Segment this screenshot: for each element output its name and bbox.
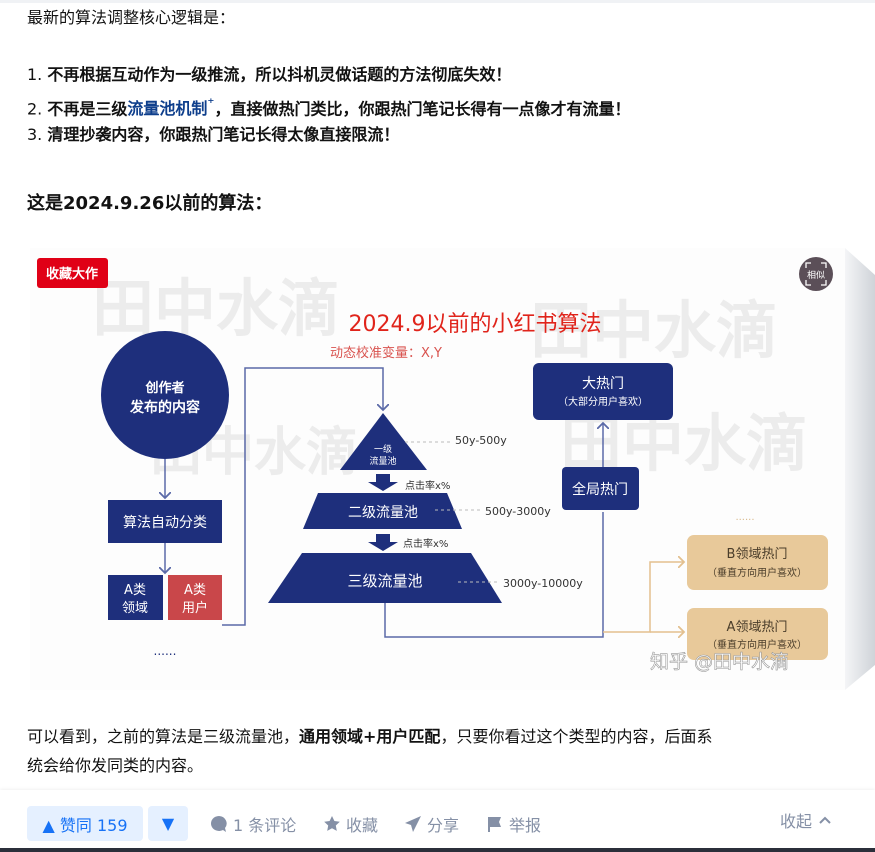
a-user-box	[168, 575, 222, 620]
a-domain-label: A类	[124, 583, 146, 598]
point-3: 3. 清理抄袭内容，你跟热门笔记长得太像直接限流！	[27, 122, 399, 148]
action-bar: ▲ 赞同 159 ▼ 1 条评论 收藏 分享 举报 收起	[0, 790, 875, 848]
share-icon	[405, 815, 421, 832]
link-text: 流量池机制	[127, 99, 208, 119]
scan-icon	[799, 257, 833, 291]
down-arrow-icon	[368, 474, 398, 491]
keyword-link[interactable]: 流量池机制⁺	[127, 97, 215, 119]
algorithm-diagram-image[interactable]: 田中水滴 田中水滴 田中水滴 田中水滴 2024.9以前的小红书算法 动态校准变…	[0, 240, 875, 700]
global-hot-label: 全局热门	[572, 481, 628, 498]
more-dots: ......	[735, 512, 754, 523]
point-text: ，直接做热门类比，你跟热门笔记长得有一点像才有流量！	[214, 99, 631, 119]
connector	[384, 512, 604, 638]
svg-text:田中水滴: 田中水滴	[92, 272, 340, 345]
chevron-up-icon	[819, 816, 831, 824]
downvote-button[interactable]: ▼	[148, 806, 188, 841]
pool-2-label: 二级流量池	[348, 505, 418, 521]
bottom-edge	[0, 848, 875, 852]
classify-label: 算法自动分类	[123, 515, 207, 531]
similar-label: 相似	[807, 269, 825, 281]
comment-button[interactable]: 1 条评论	[210, 806, 296, 841]
point-text: 清理抄袭内容，你跟热门笔记长得太像直接限流！	[47, 125, 400, 144]
a-hot-sublabel: （垂直方向用户喜欢）	[707, 638, 807, 651]
flag-icon	[488, 816, 501, 832]
section-heading: 这是2024.9.26以前的算法：	[27, 193, 273, 214]
report-button[interactable]: 举报	[486, 806, 541, 841]
para-text: 可以看到，之前的算法是三级流量池，	[27, 727, 300, 746]
global-hot-box	[562, 467, 639, 510]
after-paragraph-line2: 统会给你发同类的内容。	[27, 756, 204, 775]
range-label: 500y-3000y	[485, 505, 551, 518]
collapse-label: 收起	[780, 811, 813, 831]
point-2: 2. 不再是三级流量池机制⁺，直接做热门类比，你跟热门笔记长得有一点像才有流量！	[27, 92, 630, 122]
range-label: 50y-500y	[455, 434, 507, 447]
classify-box	[108, 500, 222, 543]
featured-badge	[37, 258, 108, 288]
ctr-label: 点击率x%	[405, 479, 450, 492]
similar-search-button[interactable]: 相似	[799, 257, 833, 291]
connector	[603, 562, 684, 633]
a-hot-label: A领域热门	[727, 620, 788, 635]
star-icon	[324, 815, 340, 831]
intro-text: 最新的算法调整核心逻辑是：	[27, 8, 236, 27]
creator-node	[101, 331, 229, 459]
down-arrow-icon	[368, 534, 398, 551]
a-domain-label: 领域	[122, 601, 148, 616]
creator-label: 创作者	[144, 380, 184, 396]
b-hot-sublabel: （垂直方向用户喜欢）	[707, 566, 807, 579]
top-divider	[0, 0, 875, 3]
comment-icon	[211, 815, 227, 832]
para-bold: 通用领域+用户匹配	[299, 727, 441, 746]
share-label: 分享	[427, 815, 460, 835]
upvote-button[interactable]: ▲ 赞同 159	[27, 806, 143, 841]
range-label: 3000y-10000y	[503, 577, 583, 590]
point-1: 1. 不再根据互动作为一级推流，所以抖机灵做话题的方法彻底失效！	[27, 62, 511, 88]
link-mark: ⁺	[207, 97, 215, 112]
carousel-next-edge[interactable]	[845, 248, 875, 690]
a-hot-box	[687, 608, 828, 660]
b-hot-box	[687, 535, 828, 590]
point-text: 不再根据互动作为一级推流，所以抖机灵做话题的方法彻底失效！	[47, 65, 512, 84]
diagram-title: 2024.9以前的小红书算法	[349, 312, 602, 337]
favorite-label: 收藏	[346, 815, 379, 835]
share-button[interactable]: 分享	[404, 806, 459, 841]
a-user-label: 用户	[182, 600, 208, 616]
ctr-label: 点击率x%	[403, 537, 448, 550]
featured-badge-label: 收藏大作	[46, 266, 98, 282]
big-hot-box	[533, 363, 673, 420]
pool-1-label: 流量池	[369, 455, 396, 467]
para-text: ，只要你看过这个类型的内容，后面系	[440, 727, 713, 746]
pool-level-2	[303, 493, 462, 529]
comment-label: 1 条评论	[233, 815, 297, 835]
point-text: 不再是三级	[47, 99, 128, 119]
point-num: 1.	[27, 65, 48, 84]
pool-3-label: 三级流量池	[347, 572, 422, 590]
dashed-leaders	[405, 441, 500, 583]
point-num: 2.	[27, 99, 48, 119]
a-domain-box	[108, 575, 163, 620]
big-hot-label: 大热门	[582, 376, 624, 392]
pool-1-label: 一级	[374, 443, 392, 455]
collapse-button[interactable]: 收起	[780, 802, 838, 837]
b-hot-label: B领域热门	[727, 547, 788, 562]
point-num: 3.	[27, 125, 48, 144]
more-dots: ......	[154, 644, 177, 658]
connector	[222, 367, 383, 626]
credit-watermark: 知乎 @田中水滴	[650, 651, 789, 673]
favorite-button[interactable]: 收藏	[323, 806, 378, 841]
pool-level-3	[268, 553, 502, 603]
big-hot-sublabel: （大部分用户喜欢）	[558, 395, 648, 408]
diagram-subtitle: 动态校准变量：X,Y	[330, 345, 442, 361]
svg-text:田中水滴: 田中水滴	[530, 294, 778, 367]
pool-level-1	[340, 413, 427, 470]
report-label: 举报	[509, 815, 542, 835]
creator-label: 发布的内容	[129, 399, 200, 416]
a-user-label: A类	[184, 583, 206, 598]
after-paragraph: 可以看到，之前的算法是三级流量池，通用领域+用户匹配，只要你看过这个类型的内容，…	[27, 724, 712, 750]
